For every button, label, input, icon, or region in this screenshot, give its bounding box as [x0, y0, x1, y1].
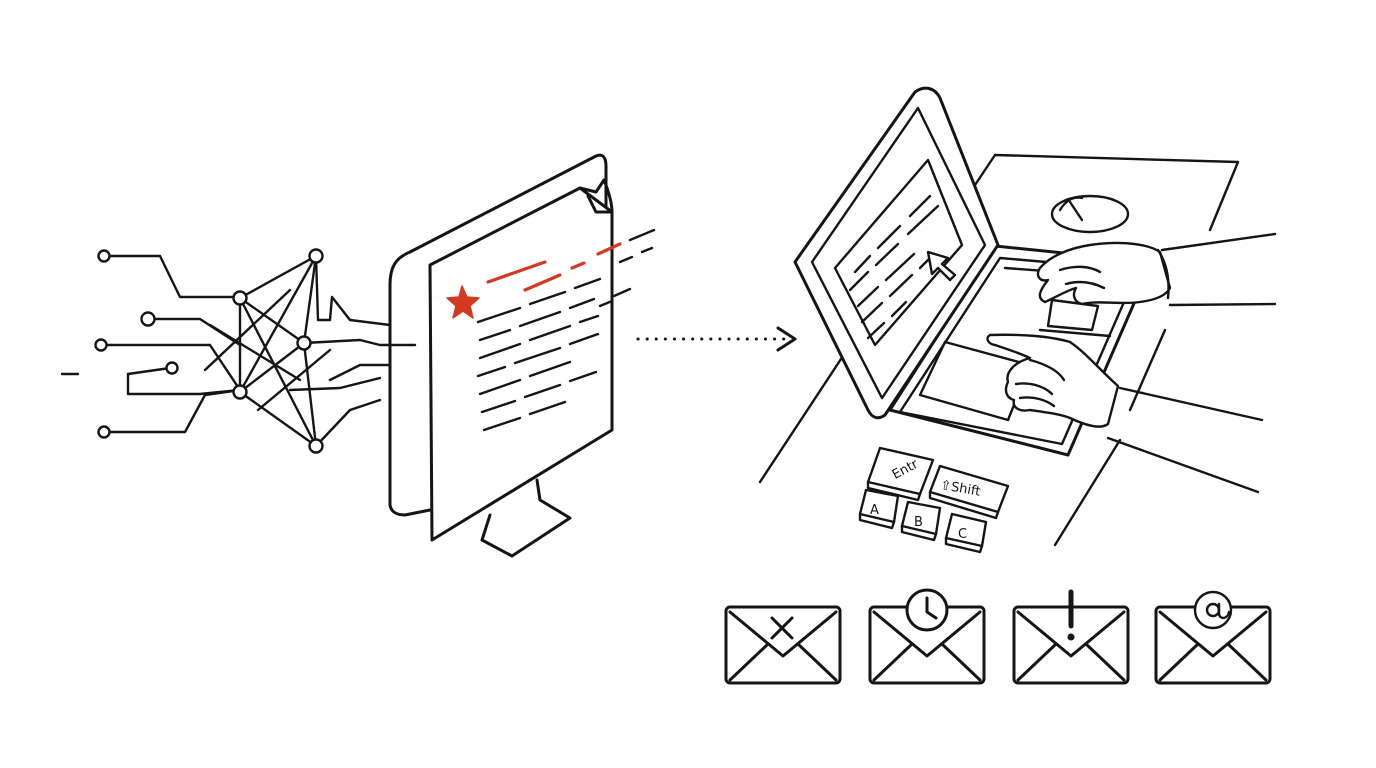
- envelope-exclamation-icon: [1012, 589, 1130, 685]
- at-icon: [1193, 590, 1233, 630]
- arrow-right-icon: [636, 326, 797, 352]
- shift-key: ⇧Shift: [928, 464, 1010, 520]
- c-key: C: [944, 512, 988, 554]
- pointing-hand-icon: [986, 333, 1264, 494]
- svg-text:C: C: [958, 527, 967, 542]
- b-key: B: [900, 500, 942, 542]
- envelope-clock-icon: [868, 588, 986, 685]
- envelope-at-icon: [1154, 590, 1272, 685]
- monitor-icon: [388, 153, 656, 558]
- laptop-icon: [758, 86, 1277, 547]
- keycap-group: Entr ⇧Shift A B C: [858, 446, 1010, 554]
- svg-text:B: B: [914, 515, 923, 530]
- neural-network-icon: [60, 248, 417, 454]
- exclamation-icon: [1067, 589, 1075, 641]
- svg-text:⇧Shift: ⇧Shift: [939, 478, 981, 500]
- star-icon: [446, 285, 480, 319]
- a-key: A: [858, 488, 900, 530]
- mouse-icon: [1050, 194, 1130, 234]
- enter-key: Entr: [866, 446, 935, 502]
- envelope-x-icon: [724, 605, 842, 685]
- hand-icon: [1036, 232, 1277, 307]
- x-icon: [770, 616, 794, 640]
- cursor-icon: [926, 250, 957, 282]
- svg-text:A: A: [870, 503, 879, 518]
- clock-icon: [905, 588, 949, 632]
